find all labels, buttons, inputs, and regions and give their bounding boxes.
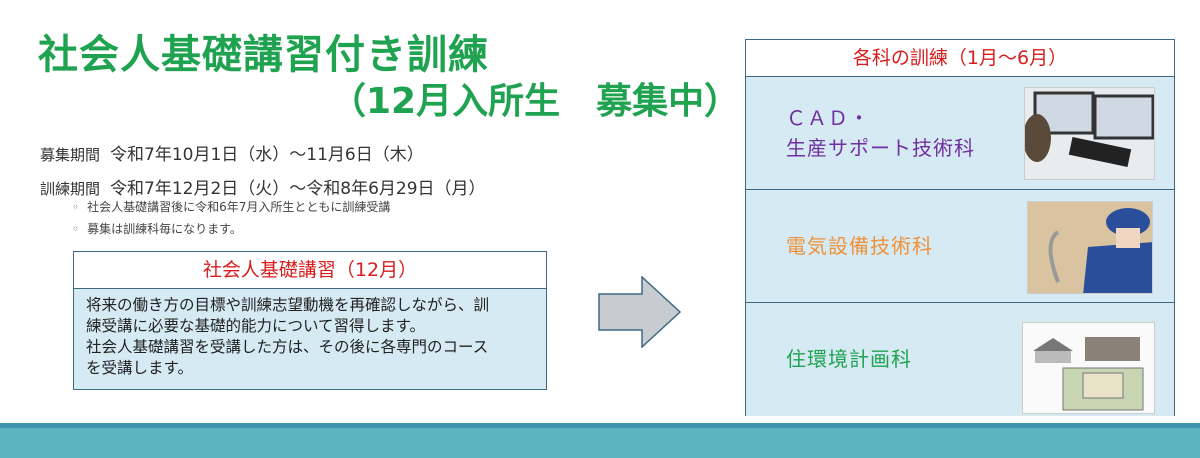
basic-course-title: 社会人基礎講習（12月） xyxy=(74,252,546,289)
description-line: 将来の働き方の目標や訓練志望動機を再確認しながら、訓 xyxy=(86,296,490,314)
courses-box: 各科の訓練（1月～6月） ＣＡＤ・ 生産サポート技術科 電気設備技術科 住環境計… xyxy=(745,39,1175,416)
course-name-line: 生産サポート技術科 xyxy=(786,136,975,160)
course-row-housing: 住環境計画科 xyxy=(746,303,1174,416)
cad-photo xyxy=(1024,87,1155,180)
recruitment-period: 募集期間令和7年10月1日（水）～11月6日（木） xyxy=(40,140,424,165)
arrow-right-icon xyxy=(598,276,682,348)
course-name: 住環境計画科 xyxy=(786,347,912,371)
period-label: 訓練期間 xyxy=(40,180,101,198)
note-item: 社会人基礎講習後に令和6年7月入所生とともに訓練受講 xyxy=(72,198,390,215)
course-row-cad: ＣＡＤ・ 生産サポート技術科 xyxy=(746,77,1174,190)
period-label: 募集期間 xyxy=(40,146,101,164)
course-row-electrical: 電気設備技術科 xyxy=(746,190,1174,303)
electrical-photo xyxy=(1027,201,1153,294)
description-line: を受講します。 xyxy=(86,359,193,377)
housing-plan-image xyxy=(1022,322,1155,414)
basic-course-description: 将来の働き方の目標や訓練志望動機を再確認しながら、訓 練受講に必要な基礎的能力に… xyxy=(74,289,546,389)
period-value: 令和7年10月1日（水）～11月6日（木） xyxy=(110,145,424,165)
course-name: ＣＡＤ・ 生産サポート技術科 xyxy=(786,103,975,163)
footer-band xyxy=(0,423,1200,458)
courses-title: 各科の訓練（1月～6月） xyxy=(746,40,1174,77)
course-name-line: ＣＡＤ・ xyxy=(786,106,870,130)
basic-course-box: 社会人基礎講習（12月） 将来の働き方の目標や訓練志望動機を再確認しながら、訓 … xyxy=(73,251,547,390)
page-title: 社会人基礎講習付き訓練 xyxy=(38,32,489,78)
page-subtitle: （12月入所生 募集中） xyxy=(330,81,741,122)
description-line: 練受講に必要な基礎的能力について習得します。 xyxy=(86,317,425,335)
description-line: 社会人基礎講習を受講した方は、その後に各専門のコース xyxy=(86,338,489,356)
note-item: 募集は訓練科毎になります。 xyxy=(72,220,242,237)
course-name: 電気設備技術科 xyxy=(786,234,933,258)
period-value: 令和7年12月2日（火）～令和8年6月29日（月） xyxy=(110,179,486,199)
training-period: 訓練期間令和7年12月2日（火）～令和8年6月29日（月） xyxy=(40,174,486,199)
